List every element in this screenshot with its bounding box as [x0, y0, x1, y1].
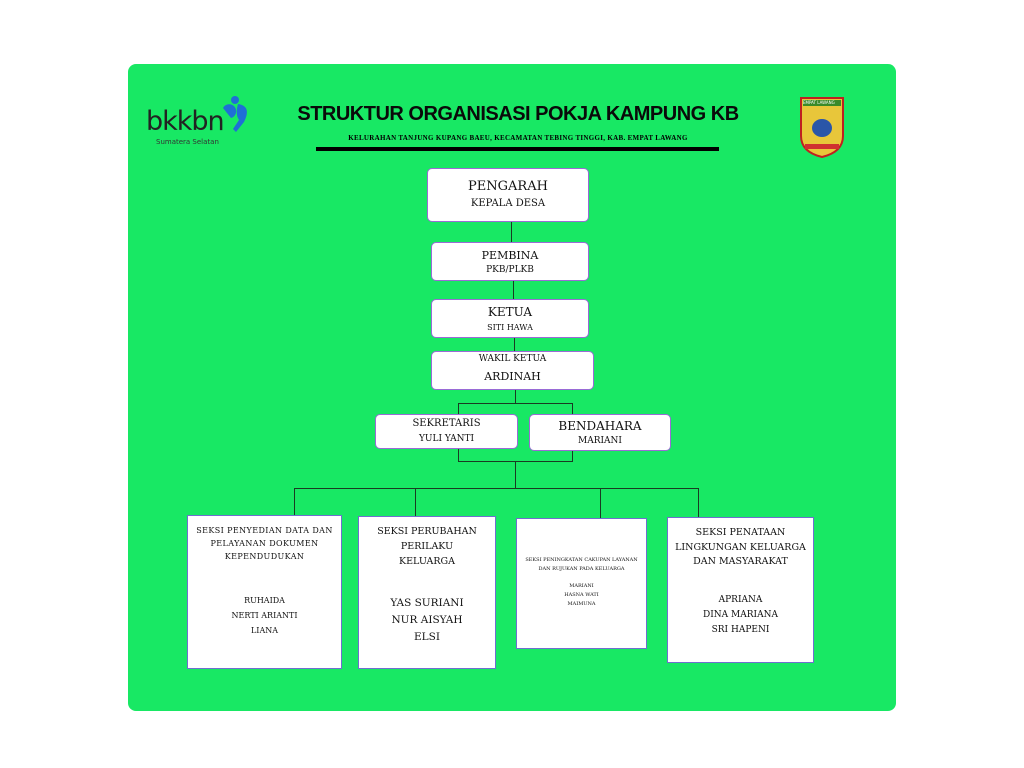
connector	[514, 338, 515, 351]
member-name: HASNA WATI	[564, 592, 599, 598]
node-role: KETUA	[487, 305, 533, 319]
connector	[513, 281, 514, 299]
node-role: BENDAHARA	[558, 419, 642, 433]
seksi-title: SEKSI PENATAAN LINGKUNGAN KELUARGA DAN M…	[675, 527, 806, 567]
node-sekretaris: SEKRETARIS YULI YANTI	[375, 414, 518, 449]
empat-lawang-emblem: EMPAT LAWANG	[799, 96, 845, 159]
node-ketua: KETUA SITI HAWA	[431, 299, 589, 338]
node-wakil-ketua: WAKIL KETUA ARDINAH	[431, 351, 594, 390]
node-role: PENGARAH	[468, 179, 548, 194]
node-name: YULI YANTI	[418, 434, 475, 444]
member-name: DINA MARIANA	[703, 609, 778, 620]
node-bendahara: BENDAHARA MARIANI	[529, 414, 671, 451]
connector	[458, 403, 573, 404]
page-subtitle: KELURAHAN TANJUNG KUPANG BAEU, KECAMATAN…	[348, 134, 688, 142]
seksi-box: SEKSI PERUBAHAN PERILAKU KELUARGA YAS SU…	[358, 516, 496, 669]
node-name: SITI HAWA	[487, 323, 533, 332]
seksi-title: SEKSI PERUBAHAN PERILAKU KELUARGA	[377, 526, 477, 567]
bkkbn-logo: bkkbn Sumatera Selatan	[146, 94, 256, 150]
title-underline	[316, 147, 719, 151]
bkkbn-mark-icon	[223, 96, 247, 132]
node-name: MARIANI	[578, 436, 622, 446]
node-name: ARDINAH	[484, 370, 541, 383]
connector	[600, 488, 601, 518]
bkkbn-logo-text: bkkbn	[146, 106, 225, 137]
seksi-title: SEKSI PENINGKATAN CAKUPAN LAYANAN DAN RU…	[525, 557, 638, 572]
seksi-box: SEKSI PENYEDIAN DATA DAN PELAYANAN DOKUM…	[187, 515, 342, 669]
connector	[294, 488, 295, 515]
node-name: PKB/PLKB	[486, 265, 534, 275]
seksi-title: SEKSI PENYEDIAN DATA DAN PELAYANAN DOKUM…	[196, 526, 333, 561]
node-role: WAKIL KETUA	[478, 354, 547, 364]
connector	[415, 488, 416, 516]
connector	[515, 390, 516, 403]
member-name: SRI HAPENI	[711, 624, 770, 635]
member-name: NERTI ARIANTI	[231, 611, 298, 620]
connector	[458, 449, 459, 461]
connector	[294, 488, 699, 489]
member-name: MARIANI	[569, 583, 594, 589]
member-name: MAIMUNA	[567, 601, 596, 607]
bkkbn-logo-subtext: Sumatera Selatan	[156, 138, 219, 146]
member-name: LIANA	[250, 626, 279, 635]
connector	[572, 451, 573, 461]
node-role: SEKRETARIS	[412, 418, 481, 429]
node-role: PEMBINA	[481, 249, 539, 262]
connector	[572, 403, 573, 414]
seksi-box: SEKSI PENINGKATAN CAKUPAN LAYANAN DAN RU…	[516, 518, 647, 649]
connector	[515, 461, 516, 488]
member-name: APRIANA	[718, 594, 763, 605]
node-name: KEPALA DESA	[470, 198, 546, 209]
connector	[698, 488, 699, 517]
member-name: ELSI	[414, 631, 440, 643]
connector	[511, 222, 512, 242]
member-name: YAS SURIANI	[390, 597, 464, 609]
member-name: RUHAIDA	[244, 596, 285, 605]
emblem-text: EMPAT LAWANG	[803, 100, 835, 105]
node-pengarah: PENGARAH KEPALA DESA	[427, 168, 589, 222]
node-pembina: PEMBINA PKB/PLKB	[431, 242, 589, 281]
seksi-box: SEKSI PENATAAN LINGKUNGAN KELUARGA DAN M…	[667, 517, 814, 663]
page-title: STRUKTUR ORGANISASI POKJA KAMPUNG KB	[297, 103, 739, 125]
member-name: NUR AISYAH	[391, 614, 463, 626]
connector	[458, 403, 459, 414]
